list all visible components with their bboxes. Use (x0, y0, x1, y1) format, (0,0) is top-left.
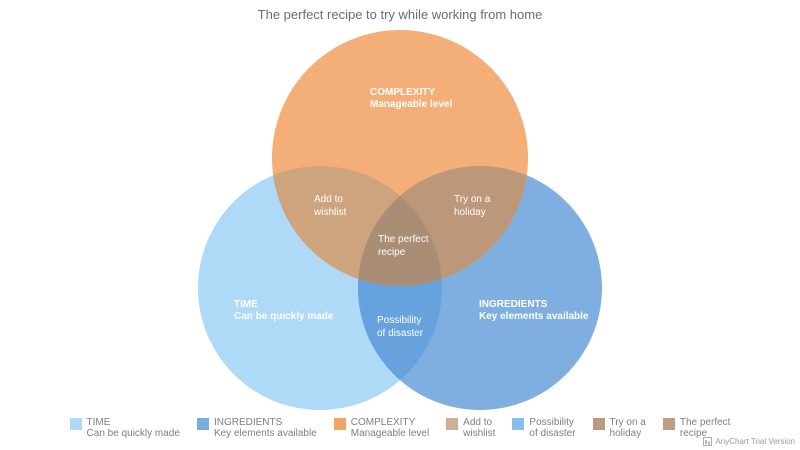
the-perfect-recipe-label: The perfect recipe (378, 233, 429, 259)
legend-sublabel: recipe (679, 428, 708, 439)
legend-item-the-perfect-recipe[interactable]: The perfect recipe (662, 417, 731, 439)
add-to-wishlist-line2: wishlist (314, 207, 347, 218)
region-ingredients-complexity[interactable] (272, 30, 528, 286)
legend-swatch-the-perfect-recipe (662, 418, 675, 430)
legend-swatch-try-on-a-holiday (592, 418, 605, 430)
legend-item-add-to-wishlist[interactable]: Add to wishlist (446, 417, 495, 439)
legend-item-possibility-of-disaster[interactable]: Possibility of disaster (512, 417, 576, 439)
legend-sublabel: Key elements available (213, 428, 317, 439)
region-time-complexity[interactable] (272, 30, 528, 286)
try-on-a-holiday-line2: holiday (454, 207, 486, 218)
complexity-set-label: COMPLEXITY Manageable level (370, 87, 452, 111)
time-set-label: TIME Can be quickly made (234, 299, 333, 323)
legend-item-ingredients[interactable]: INGREDIENTS Key elements available (196, 417, 317, 439)
legend-label: Possibility (529, 417, 574, 428)
the-perfect-recipe-line2: recipe (378, 247, 406, 258)
legend-sublabel: Can be quickly made (86, 428, 180, 439)
legend: TIME Can be quickly made INGREDIENTS Key… (0, 417, 800, 439)
anychart-trial-label: AnyChart Trial Version (715, 437, 795, 446)
legend-label: TIME (86, 417, 111, 428)
legend-label: COMPLEXITY (350, 417, 416, 428)
legend-label: INGREDIENTS (213, 417, 283, 428)
time-set-description: Can be quickly made (234, 311, 334, 322)
possibility-of-disaster-label: Possibility of disaster (377, 314, 423, 340)
ingredients-set-description: Key elements available (479, 311, 589, 322)
legend-label: Add to (463, 417, 493, 428)
legend-sublabel: of disaster (529, 428, 576, 439)
complexity-set-description: Manageable level (370, 99, 453, 110)
anychart-logo-icon (703, 437, 713, 446)
legend-label: Try on a (609, 417, 646, 428)
chart-title: The perfect recipe to try while working … (257, 7, 543, 22)
try-on-a-holiday-line1: Try on a (454, 194, 491, 205)
legend-sublabel: holiday (609, 428, 642, 439)
add-to-wishlist-line1: Add to (314, 194, 343, 205)
ingredients-set-name: INGREDIENTS (479, 299, 548, 310)
possibility-of-disaster-line2: of disaster (377, 328, 424, 339)
legend-swatch-time (69, 418, 82, 430)
legend-swatch-complexity (333, 418, 346, 430)
legend-sublabel: wishlist (463, 428, 496, 439)
legend-swatch-possibility-of-disaster (512, 418, 525, 430)
possibility-of-disaster-line1: Possibility (377, 315, 422, 326)
anychart-trial-link[interactable]: AnyChart Trial Version (703, 437, 795, 446)
legend-sublabel: Manageable level (350, 428, 430, 439)
add-to-wishlist-label: Add to wishlist (314, 193, 346, 219)
ingredients-set-label: INGREDIENTS Key elements available (479, 299, 589, 323)
legend-item-time[interactable]: TIME Can be quickly made (69, 417, 180, 439)
legend-item-complexity[interactable]: COMPLEXITY Manageable level (333, 417, 430, 439)
the-perfect-recipe-line1: The perfect (378, 234, 429, 245)
time-set-name: TIME (234, 299, 258, 310)
complexity-set-name: COMPLEXITY (370, 87, 436, 98)
legend-swatch-add-to-wishlist (446, 418, 459, 430)
legend-item-try-on-a-holiday[interactable]: Try on a holiday (592, 417, 646, 439)
legend-swatch-ingredients (196, 418, 209, 430)
try-on-a-holiday-label: Try on a holiday (454, 193, 490, 219)
legend-label: The perfect (679, 417, 731, 428)
